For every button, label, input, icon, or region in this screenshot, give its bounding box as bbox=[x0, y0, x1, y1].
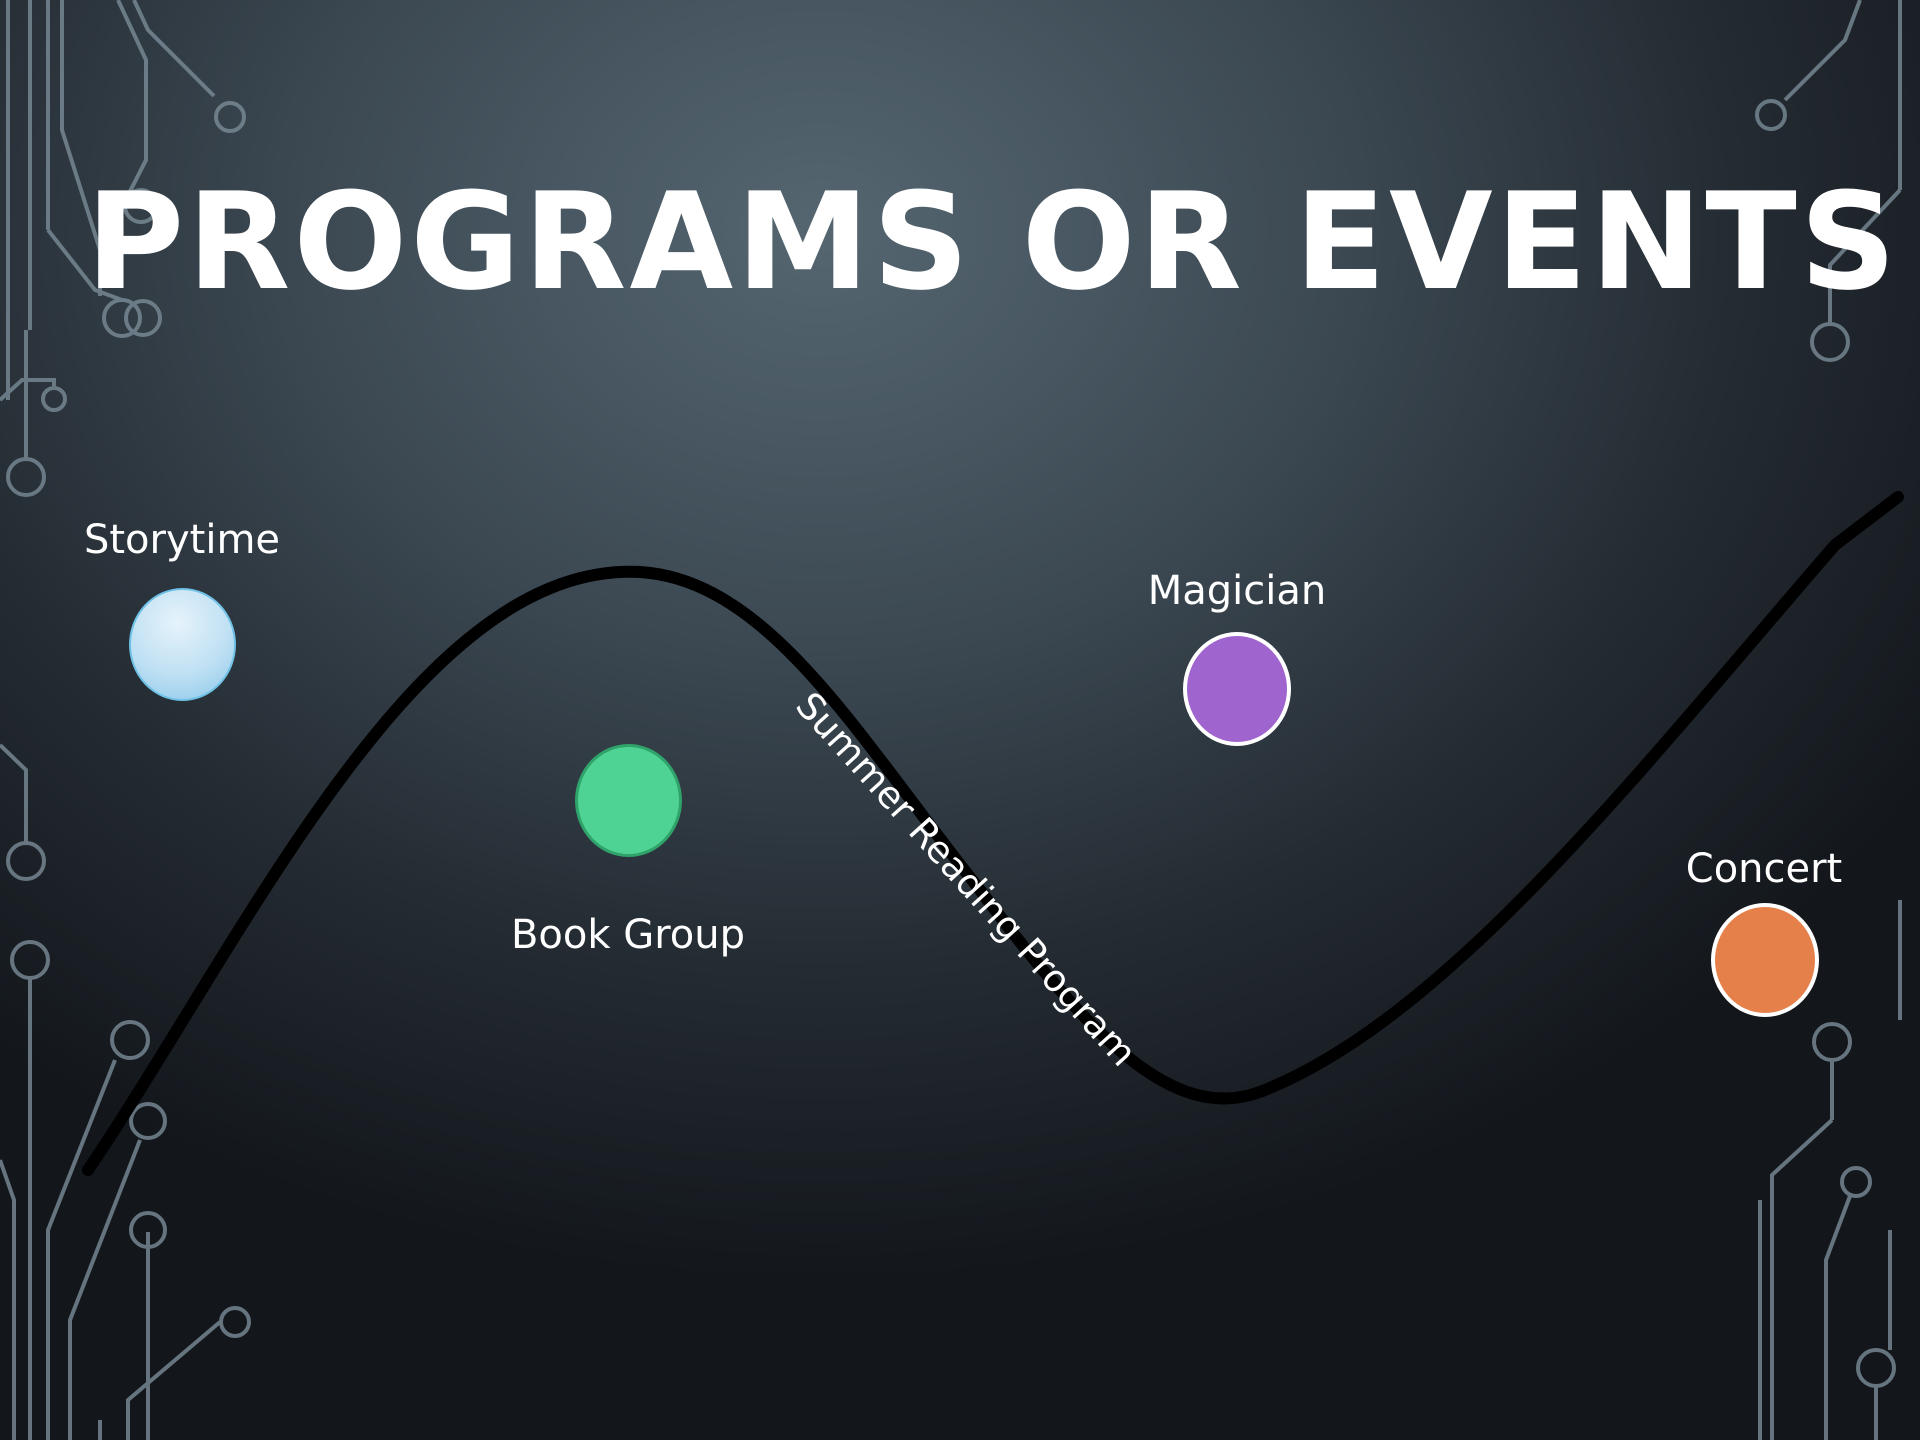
event-dot-concert bbox=[1711, 903, 1819, 1017]
event-dot-book-group bbox=[575, 744, 682, 857]
slide-title: PROGRAMS OR EVENTS bbox=[86, 164, 1900, 320]
event-label-book-group: Book Group bbox=[510, 912, 746, 958]
event-label-storytime: Storytime bbox=[83, 517, 281, 563]
event-dot-storytime bbox=[129, 588, 236, 701]
event-label-concert: Concert bbox=[1685, 846, 1843, 892]
event-dot-magician bbox=[1183, 632, 1291, 746]
event-label-magician: Magician bbox=[1147, 568, 1327, 614]
